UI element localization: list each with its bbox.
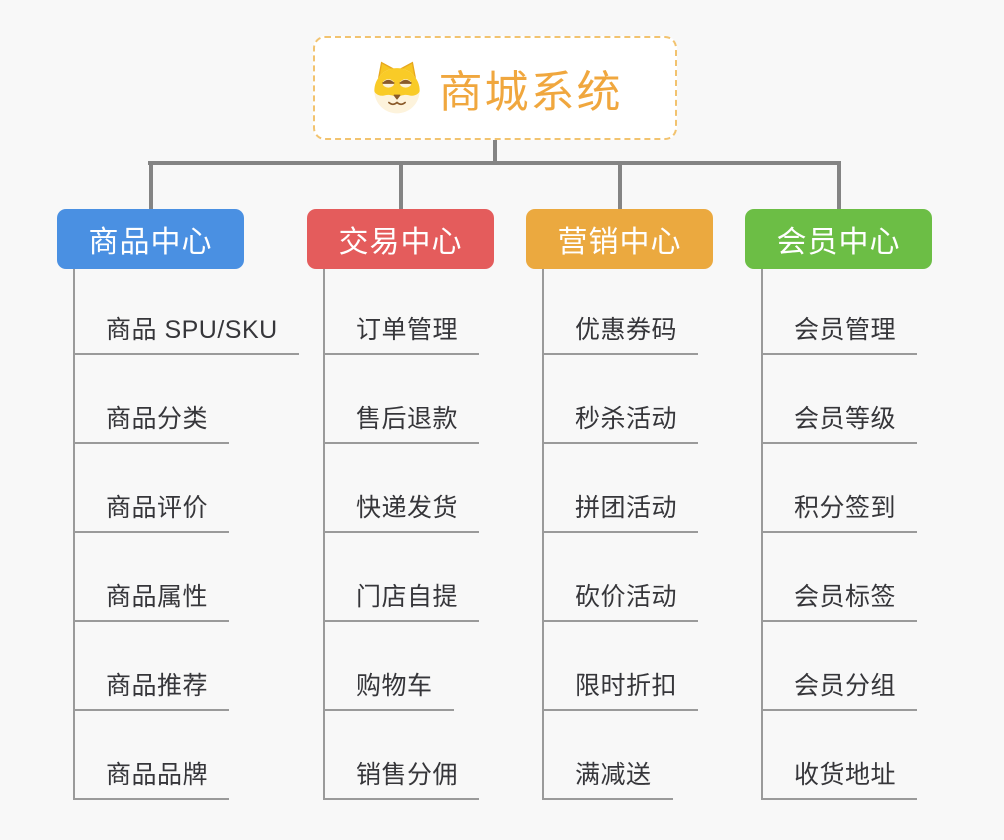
leaf-topic-trade-center-2[interactable]: 快递发货 (323, 485, 480, 533)
leaf-topic-marketing-center-3[interactable]: 砍价活动 (542, 574, 699, 622)
leaf-topic-product-center-4[interactable]: 商品推荐 (73, 663, 230, 711)
leaf-topic-trade-center-5[interactable]: 销售分佣 (323, 752, 480, 800)
leaf-topic-member-center-1[interactable]: 会员等级 (761, 396, 918, 444)
column-line (761, 269, 763, 800)
leaf-topic-member-center-4[interactable]: 会员分组 (761, 663, 918, 711)
leaf-topic-marketing-center-0[interactable]: 优惠券码 (542, 307, 699, 355)
branch-topic-product-center[interactable]: 商品中心 (57, 209, 244, 269)
leaf-topic-marketing-center-2[interactable]: 拼团活动 (542, 485, 699, 533)
leaf-topic-trade-center-1[interactable]: 售后退款 (323, 396, 480, 444)
branch-topic-trade-center[interactable]: 交易中心 (307, 209, 494, 269)
leaf-topic-trade-center-0[interactable]: 订单管理 (323, 307, 480, 355)
column-line (323, 269, 325, 800)
column-line (73, 269, 75, 800)
root-stem-line (493, 140, 497, 165)
root-topic[interactable]: 商城系统 (313, 36, 677, 140)
leaf-topic-product-center-2[interactable]: 商品评价 (73, 485, 230, 533)
branch-stub-line (836, 161, 841, 209)
leaf-topic-trade-center-3[interactable]: 门店自提 (323, 574, 480, 622)
doge-face-icon (373, 61, 420, 114)
leaf-topic-product-center-3[interactable]: 商品属性 (73, 574, 230, 622)
leaf-topic-member-center-2[interactable]: 积分签到 (761, 485, 918, 533)
leaf-topic-marketing-center-4[interactable]: 限时折扣 (542, 663, 699, 711)
leaf-topic-product-center-0[interactable]: 商品 SPU/SKU (73, 307, 299, 355)
branch-stub-line (398, 161, 403, 209)
column-line (542, 269, 544, 800)
leaf-topic-product-center-1[interactable]: 商品分类 (73, 396, 230, 444)
leaf-topic-marketing-center-1[interactable]: 秒杀活动 (542, 396, 699, 444)
leaf-topic-product-center-5[interactable]: 商品品牌 (73, 752, 230, 800)
branch-topic-marketing-center[interactable]: 营销中心 (526, 209, 713, 269)
leaf-topic-member-center-0[interactable]: 会员管理 (761, 307, 918, 355)
branch-stub-line (617, 161, 622, 209)
leaf-topic-member-center-3[interactable]: 会员标签 (761, 574, 918, 622)
root-topic-label: 商城系统 (438, 68, 623, 117)
leaf-topic-marketing-center-5[interactable]: 满减送 (542, 752, 673, 800)
branch-stub-line (148, 161, 153, 209)
leaf-topic-trade-center-4[interactable]: 购物车 (323, 663, 454, 711)
branch-bar-line (148, 161, 841, 165)
leaf-topic-member-center-5[interactable]: 收货地址 (761, 752, 918, 800)
branch-topic-member-center[interactable]: 会员中心 (745, 209, 932, 269)
